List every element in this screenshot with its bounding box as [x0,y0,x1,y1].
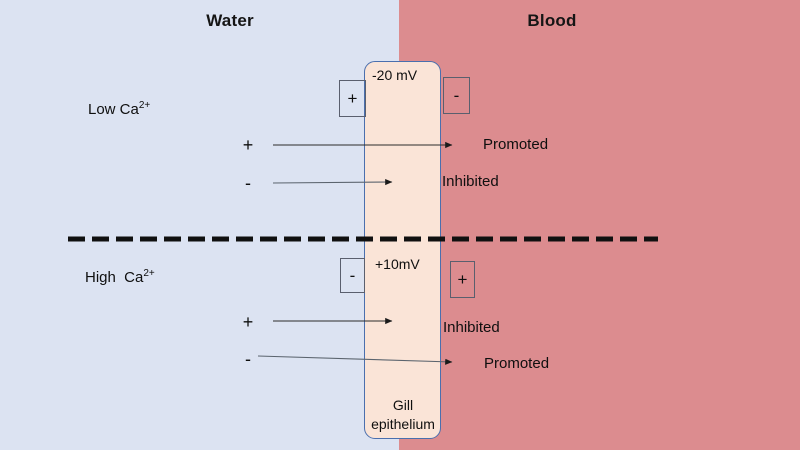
charge-box-high-ca-blood: + [450,261,475,298]
calcium-label-high-text: High Ca [85,269,144,286]
charge-box-low-ca-blood: - [443,77,470,114]
outcome-low-ca-1: Promoted [483,136,549,153]
outcome-high-ca-2: Promoted [484,355,550,372]
gill-epithelium-caption: Gill epithelium [358,396,448,434]
calcium-label-low-superscript: 2+ [138,100,151,111]
charge-box-high-ca-water: - [340,258,365,293]
calcium-label-low-text: Low Ca [88,101,139,118]
outcome-low-ca-2: Inhibited [442,173,499,190]
water-region [0,0,399,450]
calcium-label-high-superscript: 2+ [143,268,155,279]
flow-sign-low-ca-2: - [245,173,251,193]
flow-sign-high-ca-1: + [242,312,254,332]
flow-sign-low-ca-1: + [242,135,254,155]
charge-box-low-ca-water: + [339,80,366,117]
calcium-label-low: Low Ca2+ [88,100,150,118]
blood-heading: Blood [527,11,577,30]
calcium-label-high: High Ca2+ [85,268,155,286]
flow-sign-high-ca-2: - [245,349,251,369]
gill-epithelium-box [364,61,441,439]
gill-caption-line-2: epithelium [371,416,435,432]
membrane-potential-low-ca: -20 mV [372,67,418,83]
gill-caption-line-1: Gill [392,397,414,413]
membrane-potential-high-ca: +10mV [375,256,420,272]
outcome-high-ca-1: Inhibited [443,319,500,336]
water-heading: Water [206,11,254,30]
blood-region [399,0,800,450]
